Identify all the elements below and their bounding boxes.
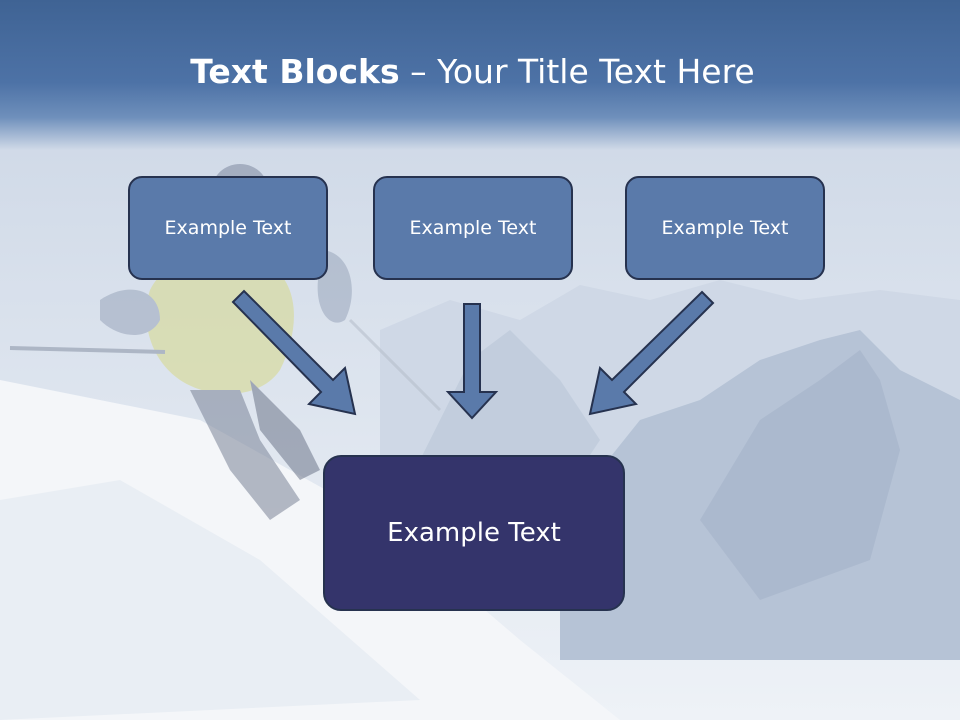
arrow-left-diagonal: [231, 289, 357, 416]
result-block-label: Example Text: [387, 518, 561, 548]
text-block-3-label: Example Text: [661, 217, 789, 239]
text-block-1[interactable]: Example Text: [128, 176, 328, 280]
text-block-3[interactable]: Example Text: [625, 176, 825, 280]
text-block-2[interactable]: Example Text: [373, 176, 573, 280]
slide-title: Text Blocks – Your Title Text Here: [0, 52, 945, 91]
arrow-center-down: [445, 303, 499, 420]
title-bar: [0, 0, 960, 150]
title-rest-part: – Your Title Text Here: [399, 52, 755, 91]
result-block[interactable]: Example Text: [323, 455, 625, 611]
text-block-1-label: Example Text: [164, 217, 292, 239]
text-block-2-label: Example Text: [409, 217, 537, 239]
title-bold-part: Text Blocks: [190, 52, 400, 91]
arrow-right-diagonal: [588, 290, 715, 416]
